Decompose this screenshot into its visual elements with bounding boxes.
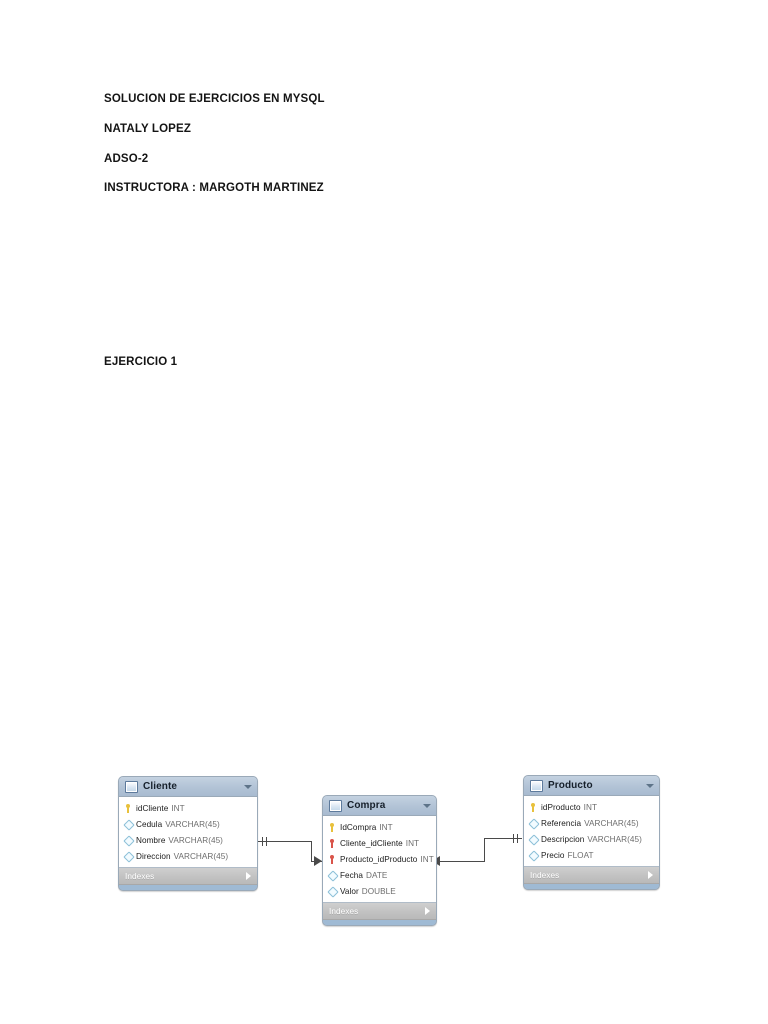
primary-key-icon [124, 803, 133, 814]
entity-indexes-section-producto[interactable]: Indexes [524, 867, 659, 884]
cardinality-one-tick-cliente-b [266, 837, 267, 846]
field-type: DOUBLE [361, 886, 396, 896]
field-name: Descripcion [541, 834, 585, 844]
field-type: INT [379, 822, 393, 832]
field-row[interactable]: Producto_idProducto INT [323, 851, 436, 867]
field-name: Precio [541, 850, 565, 860]
field-type: VARCHAR(45) [587, 834, 642, 844]
field-row[interactable]: Valor DOUBLE [323, 883, 436, 899]
field-name: Cliente_idCliente [340, 838, 403, 848]
column-icon [124, 819, 133, 830]
entity-fields-cliente: idCliente INT Cedula VARCHAR(45) Nombre … [119, 797, 257, 868]
table-icon [125, 780, 138, 793]
relationship-producto-compra-segment-h1 [437, 861, 485, 862]
field-name: Cedula [136, 819, 163, 829]
field-row[interactable]: Cedula VARCHAR(45) [119, 816, 257, 832]
field-name: IdCompra [340, 822, 377, 832]
indexes-label: Indexes [530, 870, 560, 880]
column-icon [529, 850, 538, 861]
field-type: DATE [366, 870, 388, 880]
field-type: VARCHAR(45) [165, 819, 220, 829]
entity-fields-producto: idProducto INT Referencia VARCHAR(45) De… [524, 796, 659, 867]
indexes-label: Indexes [329, 906, 359, 916]
field-row[interactable]: Precio FLOAT [524, 847, 659, 863]
entity-title-producto: Producto [548, 779, 593, 791]
primary-key-icon [328, 822, 337, 833]
column-icon [124, 851, 133, 862]
relationship-cliente-compra-segment-v [311, 841, 312, 861]
field-row[interactable]: Referencia VARCHAR(45) [524, 815, 659, 831]
indexes-label: Indexes [125, 871, 155, 881]
document-author: NATALY LOPEZ [104, 123, 191, 135]
column-icon [529, 818, 538, 829]
entity-header-compra[interactable]: Compra [323, 796, 436, 816]
er-diagram: Cliente idCliente INT Cedula VARCHAR(45)… [0, 380, 768, 926]
entity-indexes-section-cliente[interactable]: Indexes [119, 868, 257, 885]
field-name: Fecha [340, 870, 364, 880]
cardinality-one-tick-producto-b [517, 834, 518, 843]
entity-title-compra: Compra [347, 799, 386, 811]
field-row[interactable]: Nombre VARCHAR(45) [119, 832, 257, 848]
entity-fields-compra: IdCompra INT Cliente_idCliente INT Produ… [323, 816, 436, 903]
entity-table-producto[interactable]: Producto idProducto INT Referencia VARCH… [523, 775, 660, 890]
table-icon [530, 779, 543, 792]
field-name: Direccion [136, 851, 171, 861]
relationship-cliente-compra-segment-h1 [258, 841, 312, 842]
foreign-key-icon [328, 854, 337, 865]
field-row[interactable]: Fecha DATE [323, 867, 436, 883]
table-icon [329, 799, 342, 812]
field-name: Producto_idProducto [340, 854, 418, 864]
entity-table-compra[interactable]: Compra IdCompra INT Cliente_idCliente IN… [322, 795, 437, 926]
entity-title-cliente: Cliente [143, 780, 178, 792]
cardinality-one-tick-cliente-a [262, 837, 263, 846]
field-type: INT [171, 803, 185, 813]
field-type: INT [420, 854, 434, 864]
field-name: idCliente [136, 803, 169, 813]
field-row[interactable]: IdCompra INT [323, 819, 436, 835]
field-row[interactable]: idProducto INT [524, 799, 659, 815]
chevron-right-icon[interactable] [425, 907, 430, 915]
document-instructor: INSTRUCTORA : MARGOTH MARTINEZ [104, 182, 324, 194]
exercise-heading: EJERCICIO 1 [104, 356, 178, 368]
entity-bottom-strip [119, 885, 257, 890]
field-name: idProducto [541, 802, 581, 812]
field-type: INT [583, 802, 597, 812]
field-type: VARCHAR(45) [168, 835, 223, 845]
document-title: SOLUCION DE EJERCICIOS EN MYSQL [104, 93, 325, 105]
field-type: VARCHAR(45) [173, 851, 229, 861]
chevron-down-icon[interactable] [646, 783, 654, 788]
entity-header-cliente[interactable]: Cliente [119, 777, 257, 797]
entity-indexes-section-compra[interactable]: Indexes [323, 903, 436, 920]
column-icon [328, 870, 337, 881]
field-type: VARCHAR(45) [584, 818, 639, 828]
field-row[interactable]: Cliente_idCliente INT [323, 835, 436, 851]
document-course: ADSO-2 [104, 153, 149, 165]
column-icon [124, 835, 133, 846]
entity-header-producto[interactable]: Producto [524, 776, 659, 796]
column-icon [328, 886, 337, 897]
field-type: INT [405, 838, 420, 848]
entity-table-cliente[interactable]: Cliente idCliente INT Cedula VARCHAR(45)… [118, 776, 258, 891]
field-name: Nombre [136, 835, 166, 845]
field-type: FLOAT [567, 850, 594, 860]
column-icon [529, 834, 538, 845]
field-row[interactable]: idCliente INT [119, 800, 257, 816]
field-row[interactable]: Direccion VARCHAR(45) [119, 848, 257, 864]
field-row[interactable]: Descripcion VARCHAR(45) [524, 831, 659, 847]
chevron-down-icon[interactable] [423, 803, 431, 808]
relationship-producto-compra-segment-h2 [484, 838, 522, 839]
field-name: Valor [340, 886, 359, 896]
chevron-down-icon[interactable] [244, 784, 252, 789]
chevron-right-icon[interactable] [648, 871, 653, 879]
chevron-right-icon[interactable] [246, 872, 251, 880]
cardinality-one-tick-producto-a [513, 834, 514, 843]
primary-key-icon [529, 802, 538, 813]
entity-bottom-strip [524, 884, 659, 889]
cardinality-many-crowsfoot-compra-left [314, 856, 322, 866]
foreign-key-icon [328, 838, 337, 849]
relationship-producto-compra-segment-v [484, 838, 485, 862]
field-name: Referencia [541, 818, 582, 828]
entity-bottom-strip [323, 920, 436, 925]
